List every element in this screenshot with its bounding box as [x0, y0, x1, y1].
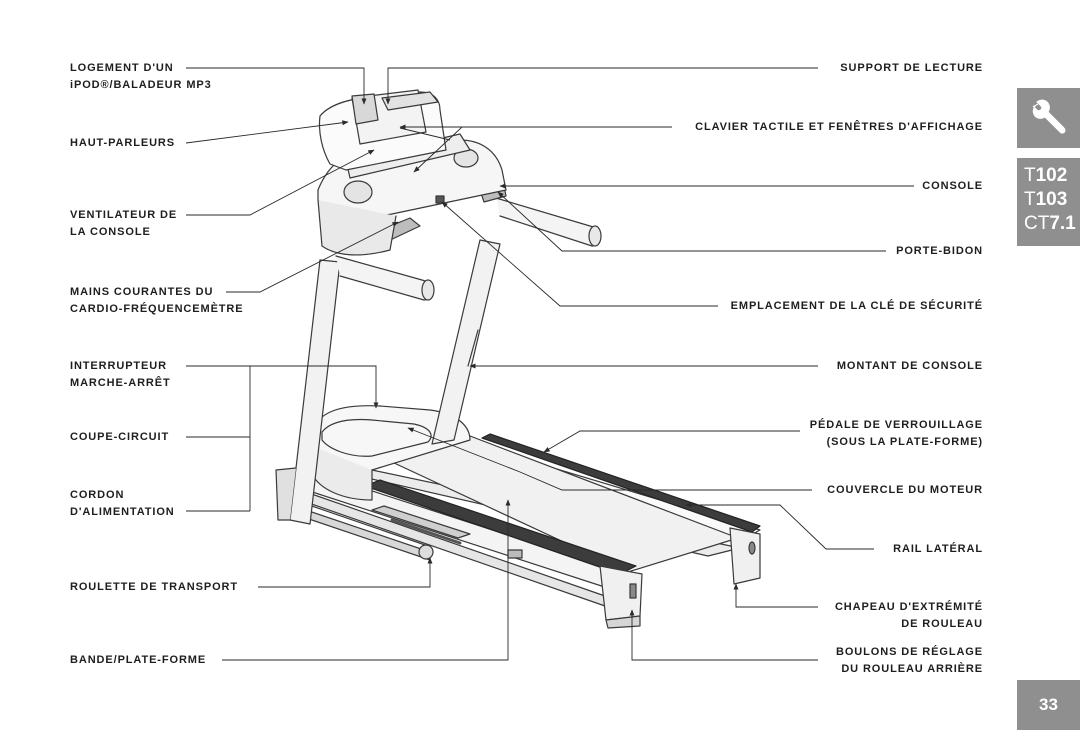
leader-side-rail: [685, 502, 874, 550]
label-keypad-displays: CLAVIER TACTILE ET FENÊTRES D'AFFICHAGE: [695, 119, 983, 136]
label-line: iPOD®/BALADEUR MP3: [70, 79, 212, 91]
deck: [311, 405, 761, 629]
leader-bottle-holder: [497, 191, 886, 252]
label-ipod-dock: LOGEMENT D'UN iPOD®/BALADEUR MP3: [70, 60, 212, 94]
label-hr-grips: MAINS COURANTES DU CARDIO-FRÉQUENCEMÈTRE: [70, 284, 244, 318]
leader-reading-rack: [385, 67, 818, 105]
label-line: D'ALIMENTATION: [70, 506, 175, 518]
label-line: ROULETTE DE TRANSPORT: [70, 581, 239, 593]
label-console-fan: VENTILATEUR DE LA CONSOLE: [70, 207, 177, 241]
label-side-rail: RAIL LATÉRAL: [893, 541, 983, 558]
callout-lines: [185, 67, 914, 661]
leader-ipod: [186, 67, 367, 105]
label-line: MARCHE-ARRÊT: [70, 377, 171, 389]
model-prefix: T: [1024, 165, 1036, 186]
label-rear-roller-bolts: BOULONS DE RÉGLAGE DU ROULEAU ARRIÈRE: [836, 644, 983, 678]
leader-keypad-b: [413, 126, 463, 173]
label-line: EMPLACEMENT DE LA CLÉ DE SÉCURITÉ: [730, 300, 983, 312]
label-line: MAINS COURANTES DU: [70, 286, 214, 298]
label-line: COUPE-CIRCUIT: [70, 431, 170, 443]
deck-frame: [299, 473, 641, 607]
console-uprights: [275, 239, 501, 525]
label-line: CLAVIER TACTILE ET FENÊTRES D'AFFICHAGE: [695, 121, 983, 133]
model-tab: T102 T103 CT7.1: [1017, 158, 1080, 246]
wrench-icon: [1032, 99, 1066, 134]
label-line: PORTE-BIDON: [896, 245, 983, 257]
leader-lock-pedal: [543, 430, 800, 453]
label-bottle-holder: PORTE-BIDON: [896, 243, 983, 260]
leader-power-switch: [186, 365, 379, 409]
leader-keypad-c: [399, 127, 451, 141]
label-line: SUPPORT DE LECTURE: [840, 62, 983, 74]
label-line: VENTILATEUR DE: [70, 209, 178, 221]
label-line: LA CONSOLE: [70, 226, 151, 238]
leader-hr-grips: [226, 221, 399, 293]
model-prefix: CT: [1024, 213, 1050, 234]
model-ct7-1: CT7.1: [1017, 212, 1080, 236]
model-number: 7.1: [1049, 213, 1076, 234]
leader-motor-cover-1: [519, 471, 812, 491]
model-number: 103: [1035, 189, 1068, 210]
label-power-switch: INTERRUPTEUR MARCHE-ARRÊT: [70, 358, 171, 392]
leader-belt-deck: [222, 499, 511, 661]
label-line: CARDIO-FRÉQUENCEMÈTRE: [70, 303, 244, 315]
label-console-upright: MONTANT DE CONSOLE: [837, 358, 983, 375]
section-tab-maintenance: [1017, 88, 1080, 148]
label-speakers: HAUT-PARLEURS: [70, 135, 175, 152]
treadmill-illustration: [275, 89, 761, 629]
label-line: RAIL LATÉRAL: [893, 543, 983, 555]
label-lock-pedal: PÉDALE DE VERROUILLAGE (SOUS LA PLATE-FO…: [810, 417, 983, 451]
page-number: 33: [1017, 680, 1080, 730]
label-line: DE ROULEAU: [901, 618, 983, 630]
leader-fan: [186, 149, 375, 216]
label-line: HAUT-PARLEURS: [70, 137, 175, 149]
label-line: PÉDALE DE VERROUILLAGE: [809, 419, 983, 431]
label-line: CHAPEAU D'EXTRÉMITÉ: [834, 601, 983, 613]
label-line: (SOUS LA PLATE-FORME): [826, 436, 983, 448]
console-body: [317, 89, 507, 256]
label-line: DU ROULEAU ARRIÈRE: [841, 663, 983, 675]
leader-motor-cover-2: [407, 427, 521, 473]
label-line: BOULONS DE RÉGLAGE: [836, 646, 983, 658]
label-reading-rack: SUPPORT DE LECTURE: [840, 60, 983, 77]
label-motor-cover: COUVERCLE DU MOTEUR: [827, 482, 983, 499]
label-console: CONSOLE: [922, 178, 983, 195]
label-power-cord: CORDON D'ALIMENTATION: [70, 487, 175, 521]
label-line: BANDE/PLATE-FORME: [70, 654, 207, 666]
leader-speakers: [185, 120, 349, 144]
leader-safety-key: [441, 201, 718, 307]
model-number: 102: [1035, 165, 1068, 186]
label-line: CONSOLE: [922, 180, 983, 192]
label-roller-cap: CHAPEAU D'EXTRÉMITÉ DE ROULEAU: [835, 599, 983, 633]
leader-roller-cap: [733, 583, 818, 608]
label-transport-wheel: ROULETTE DE TRANSPORT: [70, 579, 238, 596]
model-prefix: T: [1024, 189, 1036, 210]
label-belt-deck: BANDE/PLATE-FORME: [70, 652, 206, 669]
label-line: MONTANT DE CONSOLE: [836, 360, 983, 372]
label-circuit-breaker: COUPE-CIRCUIT: [70, 429, 169, 446]
label-safety-key: EMPLACEMENT DE LA CLÉ DE SÉCURITÉ: [731, 298, 983, 315]
label-line: COUVERCLE DU MOTEUR: [827, 484, 983, 496]
label-line: LOGEMENT D'UN: [70, 62, 174, 74]
model-t103: T103: [1017, 188, 1080, 212]
label-line: CORDON: [70, 489, 125, 501]
label-line: INTERRUPTEUR: [70, 360, 167, 372]
leader-rear-bolts: [629, 609, 818, 661]
model-t102: T102: [1017, 164, 1080, 188]
leader-transport-wheel: [258, 557, 433, 588]
